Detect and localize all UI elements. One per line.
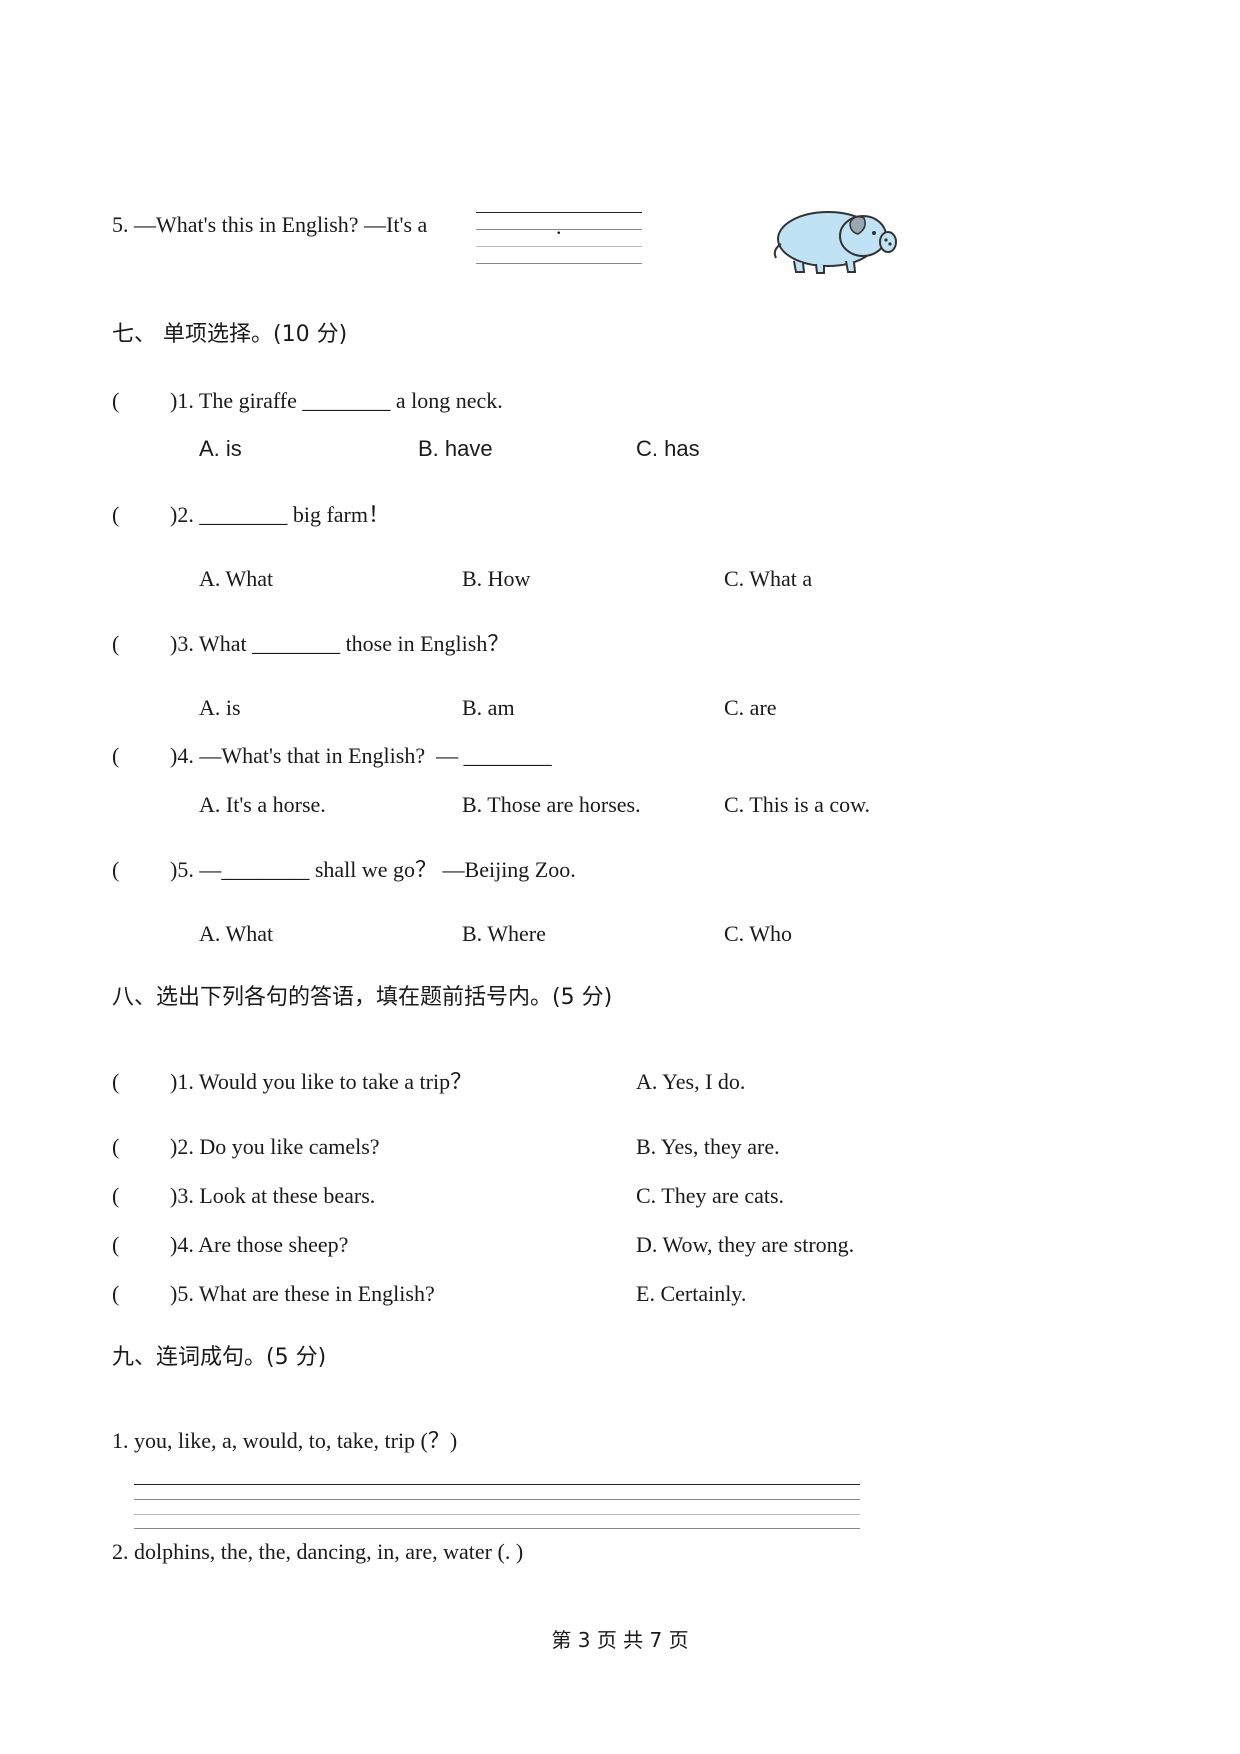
q6-item5-period: .: [556, 214, 562, 239]
s7-q3-option-b: B. am: [462, 695, 515, 720]
s7-q1-option-b: B. have: [418, 436, 493, 461]
answer-paren[interactable]: (: [112, 743, 120, 768]
s8-question-2: )2. Do you like camels?: [170, 1134, 380, 1159]
s7-question-1: )1. The giraffe ________ a long neck.: [170, 388, 503, 413]
answer-paren[interactable]: (: [112, 1069, 120, 1094]
s8-answer-a: A. Yes, I do.: [636, 1069, 746, 1094]
s7-question-3: )3. What ________ those in English？: [170, 631, 510, 656]
answer-paren[interactable]: (: [112, 1134, 120, 1159]
s7-question-2: )2. ________ big farm！: [170, 502, 390, 527]
s7-q4-option-b: B. Those are horses.: [462, 792, 641, 817]
s8-answer-d: D. Wow, they are strong.: [636, 1232, 855, 1257]
s7-q3-option-c: C. are: [724, 695, 777, 720]
s8-answer-b: B. Yes, they are.: [636, 1134, 780, 1159]
s7-q2-option-a: A. What: [199, 566, 274, 591]
answer-paren[interactable]: (: [112, 857, 120, 882]
s7-q1-option-a: A. is: [199, 436, 242, 461]
four-line-bottom: [476, 263, 642, 264]
s7-q4-option-a: A. It's a horse.: [199, 792, 326, 817]
s7-q2-option-c: C. What a: [724, 566, 813, 591]
answer-paren[interactable]: (: [112, 1232, 120, 1257]
answer-paren[interactable]: (: [112, 1183, 120, 1208]
s7-q5-option-c: C. Who: [724, 921, 793, 946]
s7-q4-option-c: C. This is a cow.: [724, 792, 871, 817]
s8-question-1: )1. Would you like to take a trip？: [170, 1069, 473, 1094]
s8-question-5: )5. What are these in English?: [170, 1281, 435, 1306]
four-line-top: [476, 212, 642, 213]
answer-paren[interactable]: (: [112, 502, 120, 527]
section8-heading: 八、选出下列各句的答语，填在题前括号内。(5 分): [112, 985, 613, 1010]
four-line-3: [476, 246, 642, 247]
s8-question-4: )4. Are those sheep?: [170, 1232, 349, 1257]
answer-paren[interactable]: (: [112, 1281, 120, 1306]
s8-question-3: )3. Look at these bears.: [170, 1183, 376, 1208]
s7-question-5: )5. —________ shall we go？ —Beijing Zoo.: [170, 857, 576, 882]
writing-line-top[interactable]: [134, 1484, 860, 1485]
s7-q3-option-a: A. is: [199, 695, 241, 720]
page-footer: 第 3 页 共 7 页: [551, 1628, 689, 1652]
s7-q1-option-c: C. has: [636, 436, 700, 461]
s7-q5-option-a: A. What: [199, 921, 274, 946]
section9-heading: 九、连词成句。(5 分): [112, 1345, 327, 1370]
s9-item-2: 2. dolphins, the, the, dancing, in, are,…: [112, 1539, 524, 1564]
answer-paren[interactable]: (: [112, 631, 120, 656]
pig-icon: [773, 211, 897, 274]
four-line-2: [476, 229, 642, 230]
s7-question-4: )4. —What's that in English? — ________: [170, 743, 552, 768]
writing-line-2: [134, 1499, 860, 1500]
section7-heading: 七、 单项选择。(10 分): [112, 322, 348, 347]
s7-q2-option-b: B. How: [462, 566, 531, 591]
s8-answer-e: E. Certainly.: [636, 1281, 747, 1306]
answer-paren[interactable]: (: [112, 388, 120, 413]
writing-line-bottom: [134, 1528, 860, 1529]
s7-q5-option-b: B. Where: [462, 921, 546, 946]
q6-item5-text: 5. —What's this in English? —It's a: [112, 212, 428, 237]
s9-item-1: 1. you, like, a, would, to, take, trip (…: [112, 1428, 458, 1453]
s8-answer-c: C. They are cats.: [636, 1183, 785, 1208]
writing-line-3: [134, 1514, 860, 1515]
